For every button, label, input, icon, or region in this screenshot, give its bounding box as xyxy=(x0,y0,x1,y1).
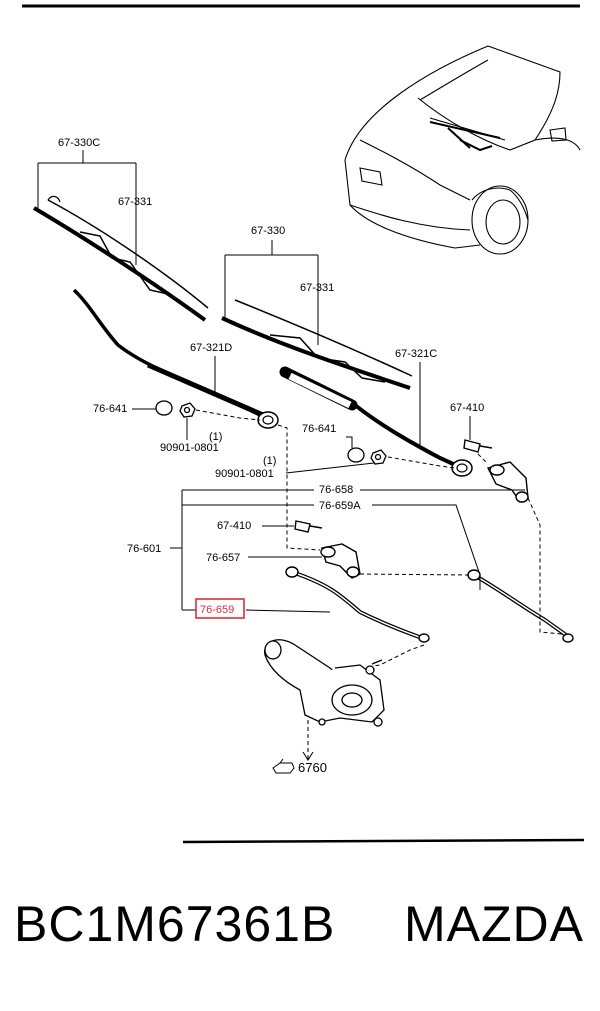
pivot-bracket-left xyxy=(294,520,361,579)
label-76-659: 76-659 xyxy=(200,604,234,616)
label-67-331-passenger: 67-331 xyxy=(300,282,334,294)
label-67-321d: 67-321D xyxy=(190,342,232,354)
leader-lines xyxy=(37,150,525,613)
label-90901-0801-right: 90901-0801 xyxy=(215,468,274,480)
label-67-321c: 67-321C xyxy=(395,348,437,360)
part-number-text: BC1M67361B xyxy=(14,896,336,952)
caption: BC1M67361B MAZDA xyxy=(0,895,600,975)
wiper-motor xyxy=(264,639,385,727)
car-illustration xyxy=(344,45,581,255)
wiper-arm-driver xyxy=(72,288,279,429)
assembly-arrow xyxy=(302,751,314,761)
brand-text: MAZDA xyxy=(404,896,584,952)
bottom-rule xyxy=(182,838,585,844)
label-67-330c: 67-330C xyxy=(58,137,100,149)
car-wiper-detail xyxy=(429,121,501,152)
label-76-659a: 76-659A xyxy=(319,500,361,512)
linkage-rods xyxy=(285,566,574,643)
label-76-658: 76-658 xyxy=(319,484,353,496)
wiper-blade-passenger xyxy=(221,299,413,390)
label-76-601: 76-601 xyxy=(127,543,161,555)
highlight-box-76-659 xyxy=(195,598,245,619)
label-76-657: 76-657 xyxy=(206,552,240,564)
wiper-blade-driver xyxy=(32,195,209,322)
label-quantity-1-right: (1) xyxy=(263,455,276,467)
label-67-331-driver: 67-331 xyxy=(118,196,152,208)
label-67-410-left: 67-410 xyxy=(217,520,251,532)
label-quantity-1-left: (1) xyxy=(209,431,222,443)
label-76-641-right: 76-641 xyxy=(302,423,336,435)
pivot-bracket-right xyxy=(463,439,529,503)
dashed-assembly-lines xyxy=(195,409,563,760)
label-90901-0801-left: 90901-0801 xyxy=(160,442,219,454)
label-67-410-right: 67-410 xyxy=(450,402,484,414)
wiper-parts-diagram: 67-330C 67-331 67-330 67-331 67-321D 67-… xyxy=(22,4,585,844)
hand-pointer-icon xyxy=(272,758,295,774)
label-67-330: 67-330 xyxy=(251,225,285,237)
cap-and-nut-parts xyxy=(155,400,387,465)
label-76-641-left: 76-641 xyxy=(93,403,127,415)
label-6760: 6760 xyxy=(298,760,327,775)
